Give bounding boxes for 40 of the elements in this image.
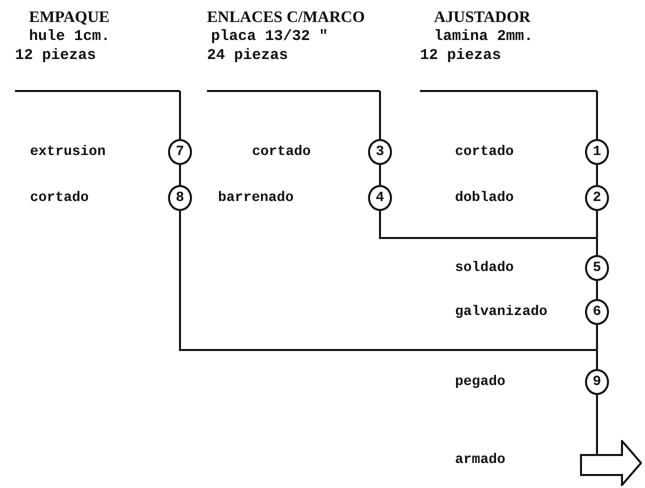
- part-name: EMPAQUE: [29, 8, 110, 27]
- connector-line: [596, 91, 598, 139]
- operation-circle: 2: [585, 185, 609, 211]
- operation-circle: 9: [585, 369, 609, 395]
- operation-label: galvanizado: [455, 303, 548, 321]
- connector-line: [379, 165, 381, 185]
- operation-label: barrenado: [218, 189, 294, 207]
- operation-label: soldado: [455, 259, 514, 277]
- operation-label: cortado: [30, 189, 89, 207]
- connector-line: [596, 325, 598, 369]
- part-name: ENLACES C/MARCO: [207, 8, 365, 27]
- connector-line: [179, 91, 181, 139]
- part-name: AJUSTADOR: [434, 8, 531, 27]
- connector-line: [596, 165, 598, 185]
- material-header: [420, 8, 597, 92]
- operation-circle: 3: [368, 139, 392, 165]
- operation-circle: 1: [585, 139, 609, 165]
- connector-line: [179, 165, 181, 185]
- operation-label: armado: [455, 451, 506, 469]
- connector-line: [379, 91, 381, 139]
- material-header: [15, 8, 180, 92]
- operation-label: extrusion: [30, 143, 106, 161]
- material-spec: 12 piezas: [15, 46, 96, 65]
- connector-line: [596, 281, 598, 299]
- material-spec: placa 13/32 ": [211, 27, 328, 46]
- operation-circle: 8: [168, 185, 192, 211]
- material-spec: 12 piezas: [420, 46, 502, 65]
- operation-label: pegado: [455, 373, 506, 391]
- operation-label: cortado: [455, 143, 514, 161]
- operation-circle: 4: [368, 185, 392, 211]
- material-spec: hule 1cm.: [29, 27, 110, 46]
- material-spec: lamina 2mm.: [434, 27, 534, 46]
- operation-label: doblado: [455, 189, 514, 207]
- connector-line: [596, 395, 598, 455]
- operation-circle: 5: [585, 255, 609, 281]
- operation-circle: 6: [585, 299, 609, 325]
- operation-label: cortado: [252, 143, 311, 161]
- operation-circle: 7: [168, 139, 192, 165]
- material-header: [207, 8, 380, 92]
- material-spec: 24 piezas: [207, 46, 288, 65]
